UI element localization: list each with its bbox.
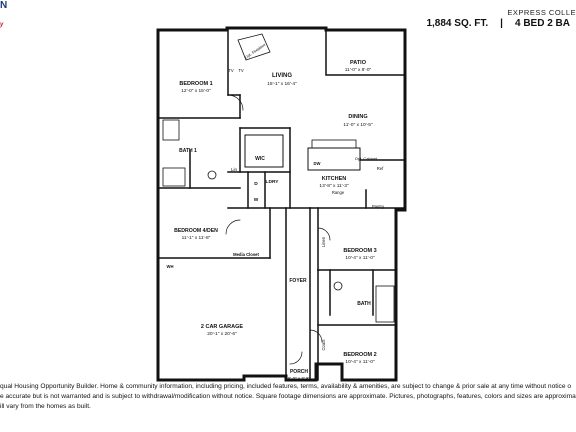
floor-plan: BEDROOM 1 12'-0" x 15'-0" LIVING 15'-1" … xyxy=(156,26,407,382)
dining-dims: 11'-0" x 10'-5" xyxy=(343,122,372,128)
kitchen-counter xyxy=(311,139,357,149)
brand-logo: N xyxy=(0,0,8,11)
fireplace xyxy=(237,33,271,61)
kitchen-label: KITCHEN xyxy=(322,176,346,182)
door-swing xyxy=(289,351,303,365)
fridge-label: Ref xyxy=(377,166,384,171)
dryer-label: D xyxy=(254,181,258,187)
bath-2-label: BATH xyxy=(357,301,371,307)
garage-dims: 20'-1" x 20'-6" xyxy=(207,331,237,337)
disclaimer-line: ill vary from the homes as built. xyxy=(0,403,91,410)
linen-2-label: Linen xyxy=(321,236,326,247)
legal-disclaimer: qual Housing Opportunity Builder. Home &… xyxy=(0,382,576,412)
patio-dims: 11'-0" x 8'-0" xyxy=(345,67,372,73)
kitchen-dims: 13'-8" x 11'-3" xyxy=(319,183,348,189)
bedroom-2-label: BEDROOM 2 xyxy=(343,352,376,358)
exterior-wall xyxy=(156,26,407,382)
porch-label: PORCH xyxy=(290,369,308,375)
tv-label-1: TV xyxy=(228,68,234,73)
media-closet-label: Media Closet xyxy=(233,252,259,257)
bedroom-1-dims: 12'-0" x 15'-0" xyxy=(181,88,211,94)
dishwasher-label: DW xyxy=(314,161,321,166)
bath-1-label: BATH 1 xyxy=(179,148,197,154)
disclaimer-line: e accurate but is not warranted and is s… xyxy=(0,393,576,400)
door-swing xyxy=(309,329,323,343)
door-swing xyxy=(225,219,241,235)
dining-label: DINING xyxy=(348,114,367,120)
beds-baths: 4 BED 2 BA xyxy=(514,18,570,29)
patio-label: PATIO xyxy=(350,60,367,66)
foyer-label: FOYER xyxy=(289,278,307,284)
wic-label: WIC xyxy=(255,156,265,162)
bedroom-2-dims: 10'-4" x 11'-0" xyxy=(345,359,374,365)
collection-name: EXPRESS COLLE xyxy=(507,8,576,17)
brand-tagline: y xyxy=(0,22,4,28)
square-footage: 1,884 SQ. FT. xyxy=(426,18,489,29)
plan-specs: 1,884 SQ. FT. | 4 BED 2 BA xyxy=(420,18,576,29)
walk-in-closet xyxy=(244,134,284,168)
water-heater-label: WH xyxy=(167,264,174,269)
patio-wall xyxy=(325,29,406,76)
bathtub xyxy=(162,119,180,141)
linen-1-label: Lin xyxy=(231,167,238,172)
bedroom-3-label: BEDROOM 3 xyxy=(343,248,376,254)
door-swing xyxy=(227,94,244,111)
toilet xyxy=(207,170,217,180)
bedroom-4-label: BEDROOM 4/DEN xyxy=(174,228,218,234)
door-swing xyxy=(317,227,331,241)
porch-dims: 5'-0" x 3'-8" xyxy=(288,376,311,381)
living-dims: 15'-1" x 16'-4" xyxy=(267,81,297,87)
laundry-label: LDRY xyxy=(266,179,280,185)
coats-label: Coats xyxy=(321,340,326,351)
bedroom-1-label: BEDROOM 1 xyxy=(179,81,212,87)
washer-label: W xyxy=(254,197,259,203)
bedroom-3-dims: 10'-4" x 11'-0" xyxy=(345,255,374,261)
living-label: LIVING xyxy=(272,73,292,79)
spec-separator: | xyxy=(500,18,503,29)
garage-label: 2 CAR GARAGE xyxy=(201,324,244,330)
tub2 xyxy=(375,285,395,323)
kitchen-island xyxy=(307,147,361,171)
range-label: Range xyxy=(332,190,345,195)
disclaimer-line: qual Housing Opportunity Builder. Home &… xyxy=(0,383,572,390)
bedroom-4-dims: 11'-1" x 11'-8" xyxy=(182,235,211,241)
tv-label-2: TV xyxy=(238,68,244,73)
plan-header: EXPRESS COLLE 1,884 SQ. FT. | 4 BED 2 BA xyxy=(416,0,576,40)
toilet2 xyxy=(333,281,343,291)
shower xyxy=(162,167,186,187)
pantry-label: Pantry xyxy=(372,204,385,209)
optional-cabinet-label: Opt. Cabinet xyxy=(355,156,378,161)
